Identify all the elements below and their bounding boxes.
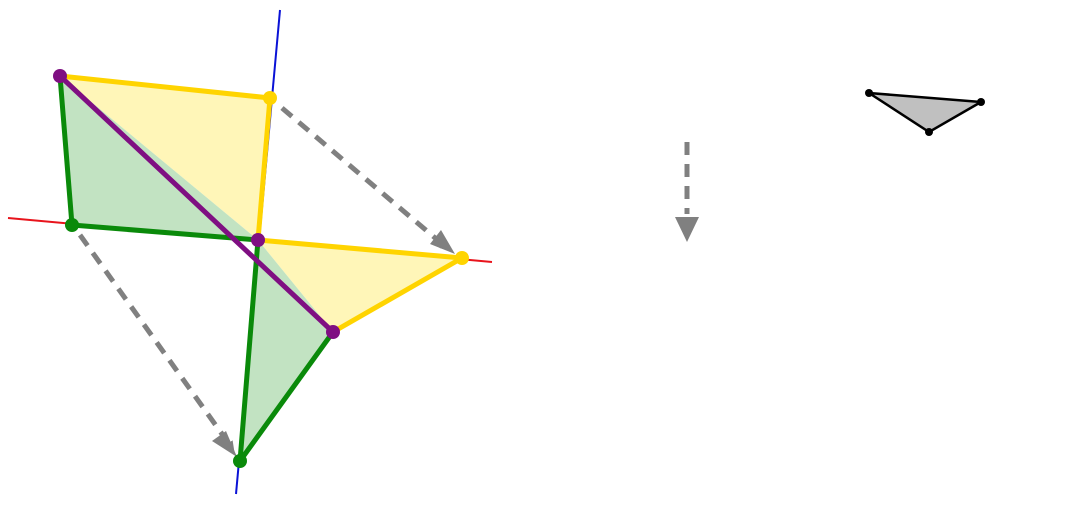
green-triangle-upper (60, 76, 258, 240)
vertex-yellow-right (455, 251, 469, 265)
small-triangle-vertex-right (977, 98, 985, 106)
dashed-arrow-lower (77, 233, 235, 452)
small-triangle-vertex-left (865, 89, 873, 97)
green-triangle-lower (240, 240, 333, 461)
yellow-triangle-lower (258, 240, 462, 332)
vertex-purple-top-left (53, 69, 67, 83)
dashed-arrow-lower-head-icon (212, 431, 237, 457)
small-triangle-vertex-bottom (925, 128, 933, 136)
vertex-yellow-top (263, 91, 277, 105)
dashed-arrow-upper (280, 106, 451, 251)
purple-diagonal-line (57, 73, 336, 335)
dashed-arrow-upper-head-icon (430, 230, 455, 254)
dashed-down-arrow-head-icon (675, 217, 699, 242)
vertex-green-left (65, 218, 79, 232)
small-gray-triangle (867, 91, 983, 134)
yellow-triangle-upper (60, 76, 270, 240)
vertex-purple-center (251, 233, 265, 247)
vertex-green-bottom (233, 454, 247, 468)
vertex-purple-lower (326, 325, 340, 339)
